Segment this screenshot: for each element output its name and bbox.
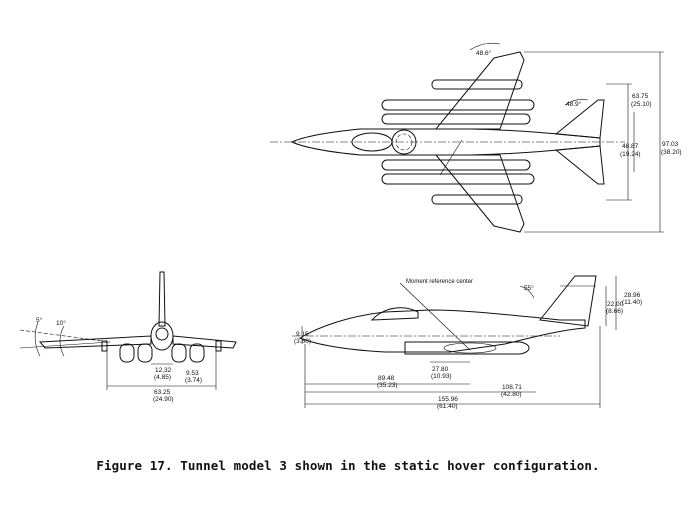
dim-108-71: 108.71 [502, 384, 522, 391]
side-view-tail [539, 275, 597, 327]
top-view-fuselage [290, 128, 601, 156]
top-view-tail-lower [554, 145, 605, 185]
top-view-fan [391, 129, 417, 155]
top-view-nacelle-upper-1 [381, 99, 535, 111]
figure-caption: Figure 17. Tunnel model 3 shown in the s… [96, 458, 600, 473]
dim-12-32: 12.32 [155, 367, 172, 374]
top-view-ref-leader [439, 139, 463, 176]
front-view-canopy [155, 327, 169, 341]
moment-ref-leader [399, 282, 471, 351]
top-tail-sweep-label: 48.9° [566, 100, 582, 108]
front-view-nacelle-3 [171, 343, 187, 363]
dim-63-75-inch: (25.10) [631, 101, 652, 108]
top-view-nacelle-lower-2 [381, 159, 531, 171]
top-view-nacelle-upper-2 [381, 113, 531, 125]
front-view-nacelle-1 [119, 343, 135, 363]
front-angle-10: 10° [56, 319, 66, 327]
dim-9-53-inch: (3.74) [185, 377, 202, 384]
top-view-fan-inner [395, 133, 413, 151]
dim-108-71-inch: (42.80) [501, 391, 522, 398]
dim-63-75: 63.75 [632, 93, 649, 100]
front-view-angle-arc-5 [34, 321, 41, 357]
front-view-right-wing [172, 335, 237, 349]
front-view: 5° 10° 12.32 (4.85) 9.53 (3.74) 63.25 (2… [19, 271, 237, 403]
top-view-tail-upper [554, 99, 605, 139]
top-view-wing-sweep-arc [469, 43, 501, 51]
side-view: Moment reference center 55° 9.15 (3.60) … [292, 275, 642, 410]
top-view-lower-wing [434, 154, 525, 233]
front-view-left-wing [38, 335, 152, 349]
top-view-upper-wing [434, 51, 525, 130]
front-view-ref-line [19, 341, 111, 349]
front-view-nacelle-2 [137, 343, 153, 363]
side-view-fuselage [298, 309, 586, 353]
top-view-nacelle-lower-1 [381, 173, 535, 185]
side-view-nacelle [404, 341, 530, 355]
dim-27-80-inch: (10.93) [431, 373, 452, 380]
dim-63-25-inch: (24.90) [153, 396, 174, 403]
side-view-angle-arc [519, 285, 535, 299]
dim-155-96-inch: (61.40) [437, 403, 458, 410]
dim-97-03: 97.03 [662, 141, 679, 148]
front-angle-5: 5° [36, 316, 43, 324]
front-view-fin [158, 271, 166, 327]
front-view-angle-arc-10 [59, 325, 65, 357]
side-view-canopy [370, 307, 419, 321]
top-view-pod-upper [431, 79, 523, 90]
dim-22-00: 22.00 [607, 301, 624, 308]
dim-9-53: 9.53 [186, 370, 199, 377]
top-view-tail-sweep-arc [564, 99, 589, 106]
side-angle-55: 55° [524, 284, 534, 292]
dim-48-87: 48.87 [622, 143, 639, 150]
front-view-pod-right [215, 340, 222, 352]
top-view-pod-lower [431, 194, 523, 205]
dim-28-96: 28.96 [624, 292, 641, 299]
dim-48-87-inch: (19.24) [620, 151, 641, 158]
dim-28-96-inch: (11.40) [622, 299, 642, 306]
top-view: 48.6° 48.9° 63.75 (25.10) 48.87 (19.24) … [270, 43, 682, 233]
dim-97-03-inch: (38.20) [661, 149, 682, 156]
dim-63-25: 63.25 [154, 389, 171, 396]
top-wing-sweep-label: 48.6° [476, 49, 492, 57]
moment-ref-label: Moment reference center [406, 279, 473, 285]
dim-89-48-inch: (35.23) [377, 382, 398, 389]
dim-89-48: 89.48 [378, 375, 395, 382]
dim-155-96: 155.96 [438, 396, 458, 403]
dim-27-80: 27.80 [432, 366, 449, 373]
front-view-nacelle-4 [189, 343, 205, 363]
dim-9-15: 9.15 [296, 331, 309, 338]
dim-22-00-inch: (8.66) [606, 308, 623, 315]
dim-12-32-inch: (4.85) [154, 374, 171, 381]
side-view-fan [443, 342, 497, 354]
dim-9-15-inch: (3.60) [294, 338, 311, 345]
